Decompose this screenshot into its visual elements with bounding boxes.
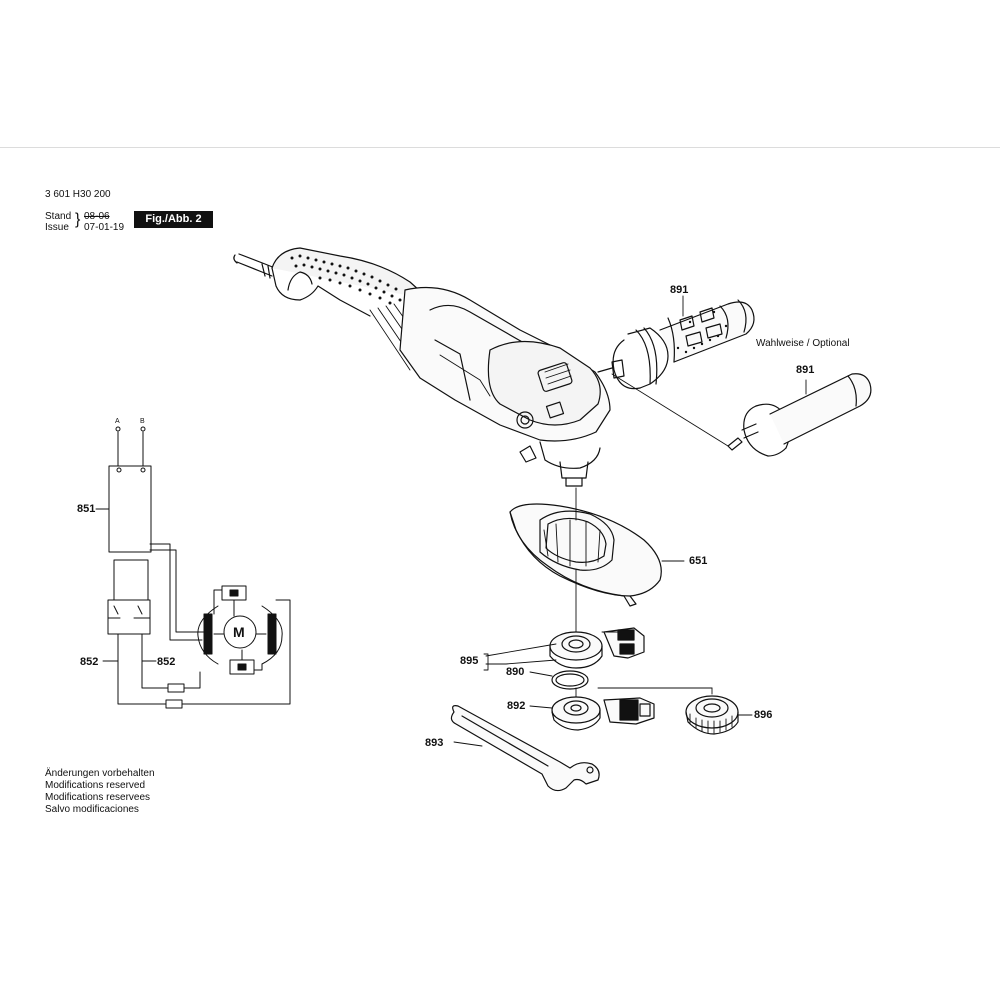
- o-ring-890: [551, 670, 589, 690]
- side-handle-891: [597, 295, 755, 447]
- label-851: 851: [77, 503, 96, 515]
- note-es: Salvo modificaciones: [45, 804, 139, 815]
- quick-clamping-nut-896: [685, 695, 753, 735]
- label-852-right: 852: [157, 656, 176, 668]
- top-divider: [0, 147, 1000, 148]
- nut-detail-892: [603, 697, 655, 725]
- issue-date: 07-01-19: [84, 222, 125, 233]
- switch-851: [108, 465, 152, 553]
- label-651: 651: [689, 555, 708, 567]
- motor-symbol: [223, 615, 257, 649]
- side-handle-891-optional: [727, 373, 872, 457]
- label-895: 895: [460, 655, 479, 667]
- label-893: 893: [425, 737, 444, 749]
- part-number: 3 601 H30 200: [45, 189, 111, 200]
- protection-guard-651: [509, 487, 685, 607]
- note-de: Änderungen vorbehalten: [45, 768, 155, 779]
- modification-notes: Änderungen vorbehalten Modifications res…: [45, 768, 155, 816]
- grip-dots: [290, 254, 402, 305]
- terminal-b: B: [140, 418, 145, 425]
- terminal-a: A: [115, 418, 120, 425]
- stand-label: Stand: [45, 211, 72, 222]
- figure-label: Fig./Abb. 2: [134, 211, 213, 228]
- mounting-flange-895: [549, 631, 603, 669]
- brace: }: [75, 211, 81, 228]
- motor-label: M: [233, 624, 245, 640]
- label-891-optional: 891: [796, 364, 815, 376]
- label-852-left: 852: [80, 656, 99, 668]
- clamping-nut-892: [551, 696, 601, 731]
- angle-grinder-body: [233, 247, 611, 487]
- wiring-schematic: [95, 426, 291, 709]
- part-leader-lines: [483, 643, 557, 709]
- optional-note: Wahlweise / Optional: [756, 338, 850, 349]
- issue-label: Issue: [45, 222, 69, 233]
- two-pin-spanner-893: [450, 705, 600, 792]
- label-891-handle: 891: [670, 284, 689, 296]
- label-896: 896: [754, 709, 773, 721]
- stand-date: 08-06: [84, 211, 110, 222]
- label-892: 892: [507, 700, 526, 712]
- note-fr: Modifications reservees: [45, 792, 151, 803]
- flange-detail-895: [601, 627, 645, 659]
- label-890: 890: [506, 666, 525, 678]
- suppressor-852: [107, 599, 151, 635]
- note-en: Modifications reserved: [45, 780, 146, 791]
